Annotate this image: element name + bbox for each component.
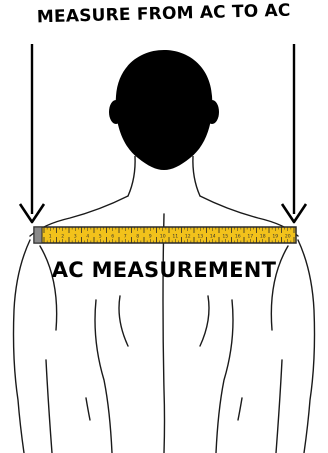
head-hair [116, 50, 213, 170]
tape-number: 12 [185, 234, 191, 240]
tape-number: 8 [136, 234, 139, 240]
tape-end-cap [34, 227, 42, 243]
tape-number: 5 [99, 234, 102, 240]
tape-number: 13 [197, 234, 203, 240]
tape-number: 9 [149, 234, 152, 240]
tape-number: 19 [272, 234, 278, 240]
tape-number: 20 [285, 234, 291, 240]
tape-number: 15 [222, 234, 228, 240]
tape-number: 18 [260, 234, 266, 240]
right-scapula [200, 296, 209, 346]
left-lat [95, 300, 112, 453]
tape-number: 17 [247, 234, 253, 240]
tape-number: 4 [86, 234, 89, 240]
head [109, 50, 219, 196]
tape-number: 10 [160, 234, 166, 240]
measurement-label: AC MEASUREMENT [0, 258, 328, 282]
left-side-crease [86, 398, 90, 420]
left-scapula [119, 296, 128, 346]
spine-line [163, 214, 165, 453]
tape-number: 6 [111, 234, 114, 240]
left-inner-arm [46, 360, 52, 453]
tape-number: 11 [172, 234, 178, 240]
tape-number: 14 [210, 234, 216, 240]
tape-number: 2 [61, 234, 64, 240]
tape-number: 3 [74, 234, 77, 240]
tape-number: 7 [124, 234, 127, 240]
right-lat [216, 300, 233, 453]
tape-number: 1 [49, 234, 52, 240]
right-side-crease [238, 398, 242, 420]
right-inner-arm [276, 360, 282, 453]
tape-number: 16 [235, 234, 241, 240]
